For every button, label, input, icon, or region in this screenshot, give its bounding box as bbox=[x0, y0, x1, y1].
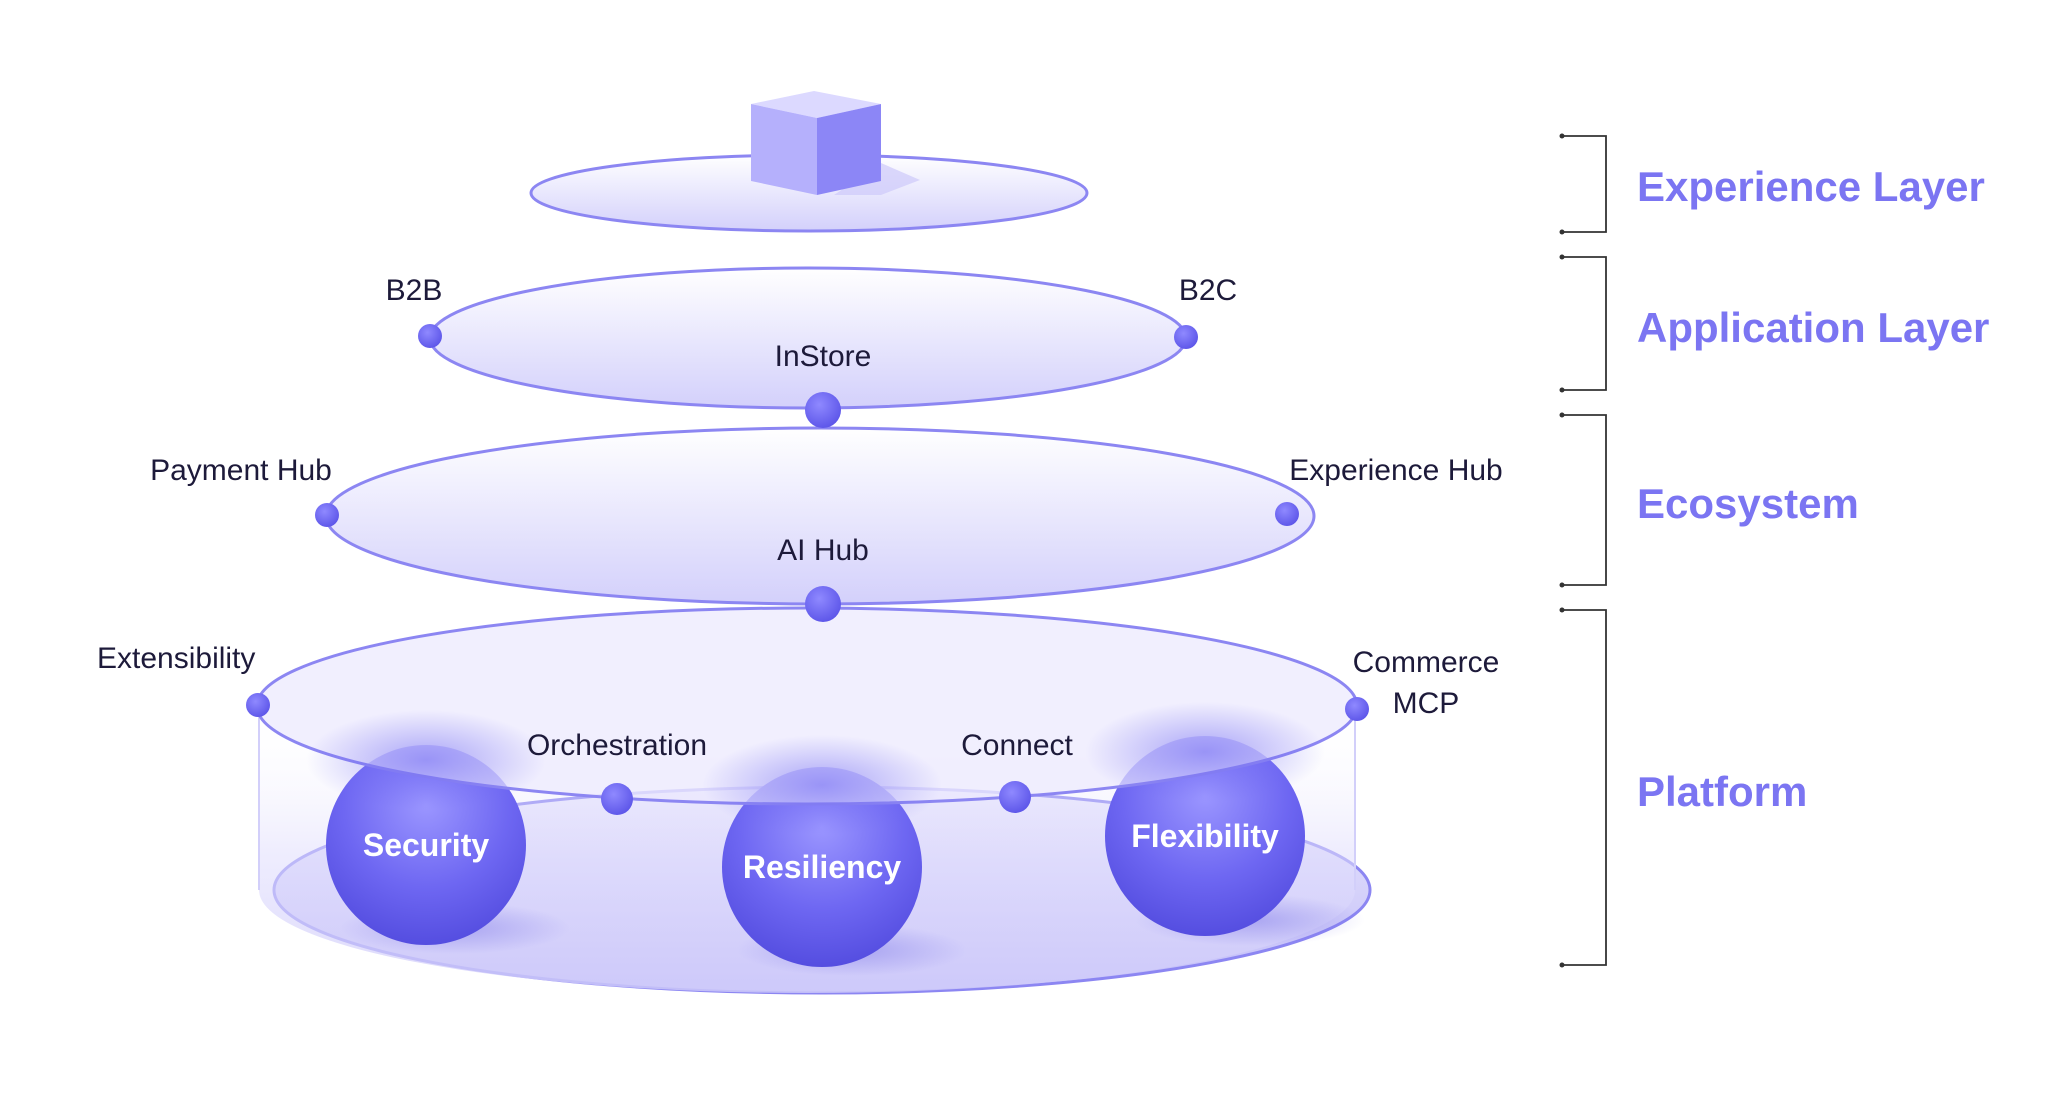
label-mcp: MCP bbox=[1393, 687, 1460, 720]
layer-label-platform: Platform bbox=[1637, 768, 1807, 815]
node-experience-hub bbox=[1275, 502, 1299, 526]
label-orchestration: Orchestration bbox=[527, 729, 707, 762]
node-b2c bbox=[1174, 325, 1198, 349]
node-payment-hub bbox=[315, 503, 339, 527]
bracket-application bbox=[1562, 256, 1607, 391]
label-ai-hub: AI Hub bbox=[777, 534, 869, 567]
bracket-ecosystem bbox=[1562, 414, 1607, 586]
ecosystem-disc bbox=[324, 426, 1316, 606]
cube-icon bbox=[751, 91, 920, 195]
bracket-dots bbox=[1559, 133, 1565, 968]
experience-tier bbox=[529, 91, 1089, 233]
ecosystem-tier: Payment Hub Experience Hub AI Hub bbox=[150, 426, 1503, 622]
bracket-experience bbox=[1562, 135, 1607, 233]
node-extensibility bbox=[246, 693, 270, 717]
sphere-glow bbox=[702, 735, 942, 835]
node-connect bbox=[999, 781, 1031, 813]
node-orchestration bbox=[601, 783, 633, 815]
label-payment-hub: Payment Hub bbox=[150, 454, 332, 487]
node-instore bbox=[805, 392, 841, 428]
layer-label-application: Application Layer bbox=[1637, 304, 1989, 351]
application-tier: B2B B2C InStore bbox=[386, 266, 1237, 428]
label-connect: Connect bbox=[961, 729, 1073, 762]
label-instore: InStore bbox=[775, 340, 872, 373]
node-b2b bbox=[418, 324, 442, 348]
label-extensibility: Extensibility bbox=[97, 642, 255, 675]
sphere-label-security: Security bbox=[363, 827, 489, 863]
label-commerce: Commerce bbox=[1353, 646, 1500, 679]
label-experience-hub: Experience Hub bbox=[1289, 454, 1502, 487]
layer-label-experience: Experience Layer bbox=[1637, 163, 1985, 210]
platform-tier: Security Resiliency Flexibility Extensib… bbox=[97, 606, 1500, 995]
bracket-platform bbox=[1562, 609, 1607, 966]
label-b2b: B2B bbox=[386, 274, 443, 307]
sphere-label-resiliency: Resiliency bbox=[743, 849, 902, 885]
application-disc bbox=[428, 266, 1188, 410]
sphere-glow bbox=[306, 710, 546, 810]
layer-brackets bbox=[1562, 135, 1607, 966]
node-ai-hub bbox=[805, 586, 841, 622]
node-commerce-mcp bbox=[1345, 697, 1369, 721]
sphere-glow bbox=[1085, 702, 1325, 802]
label-b2c: B2C bbox=[1179, 274, 1237, 307]
sphere-label-flexibility: Flexibility bbox=[1131, 818, 1279, 854]
layer-label-ecosystem: Ecosystem bbox=[1637, 480, 1859, 527]
